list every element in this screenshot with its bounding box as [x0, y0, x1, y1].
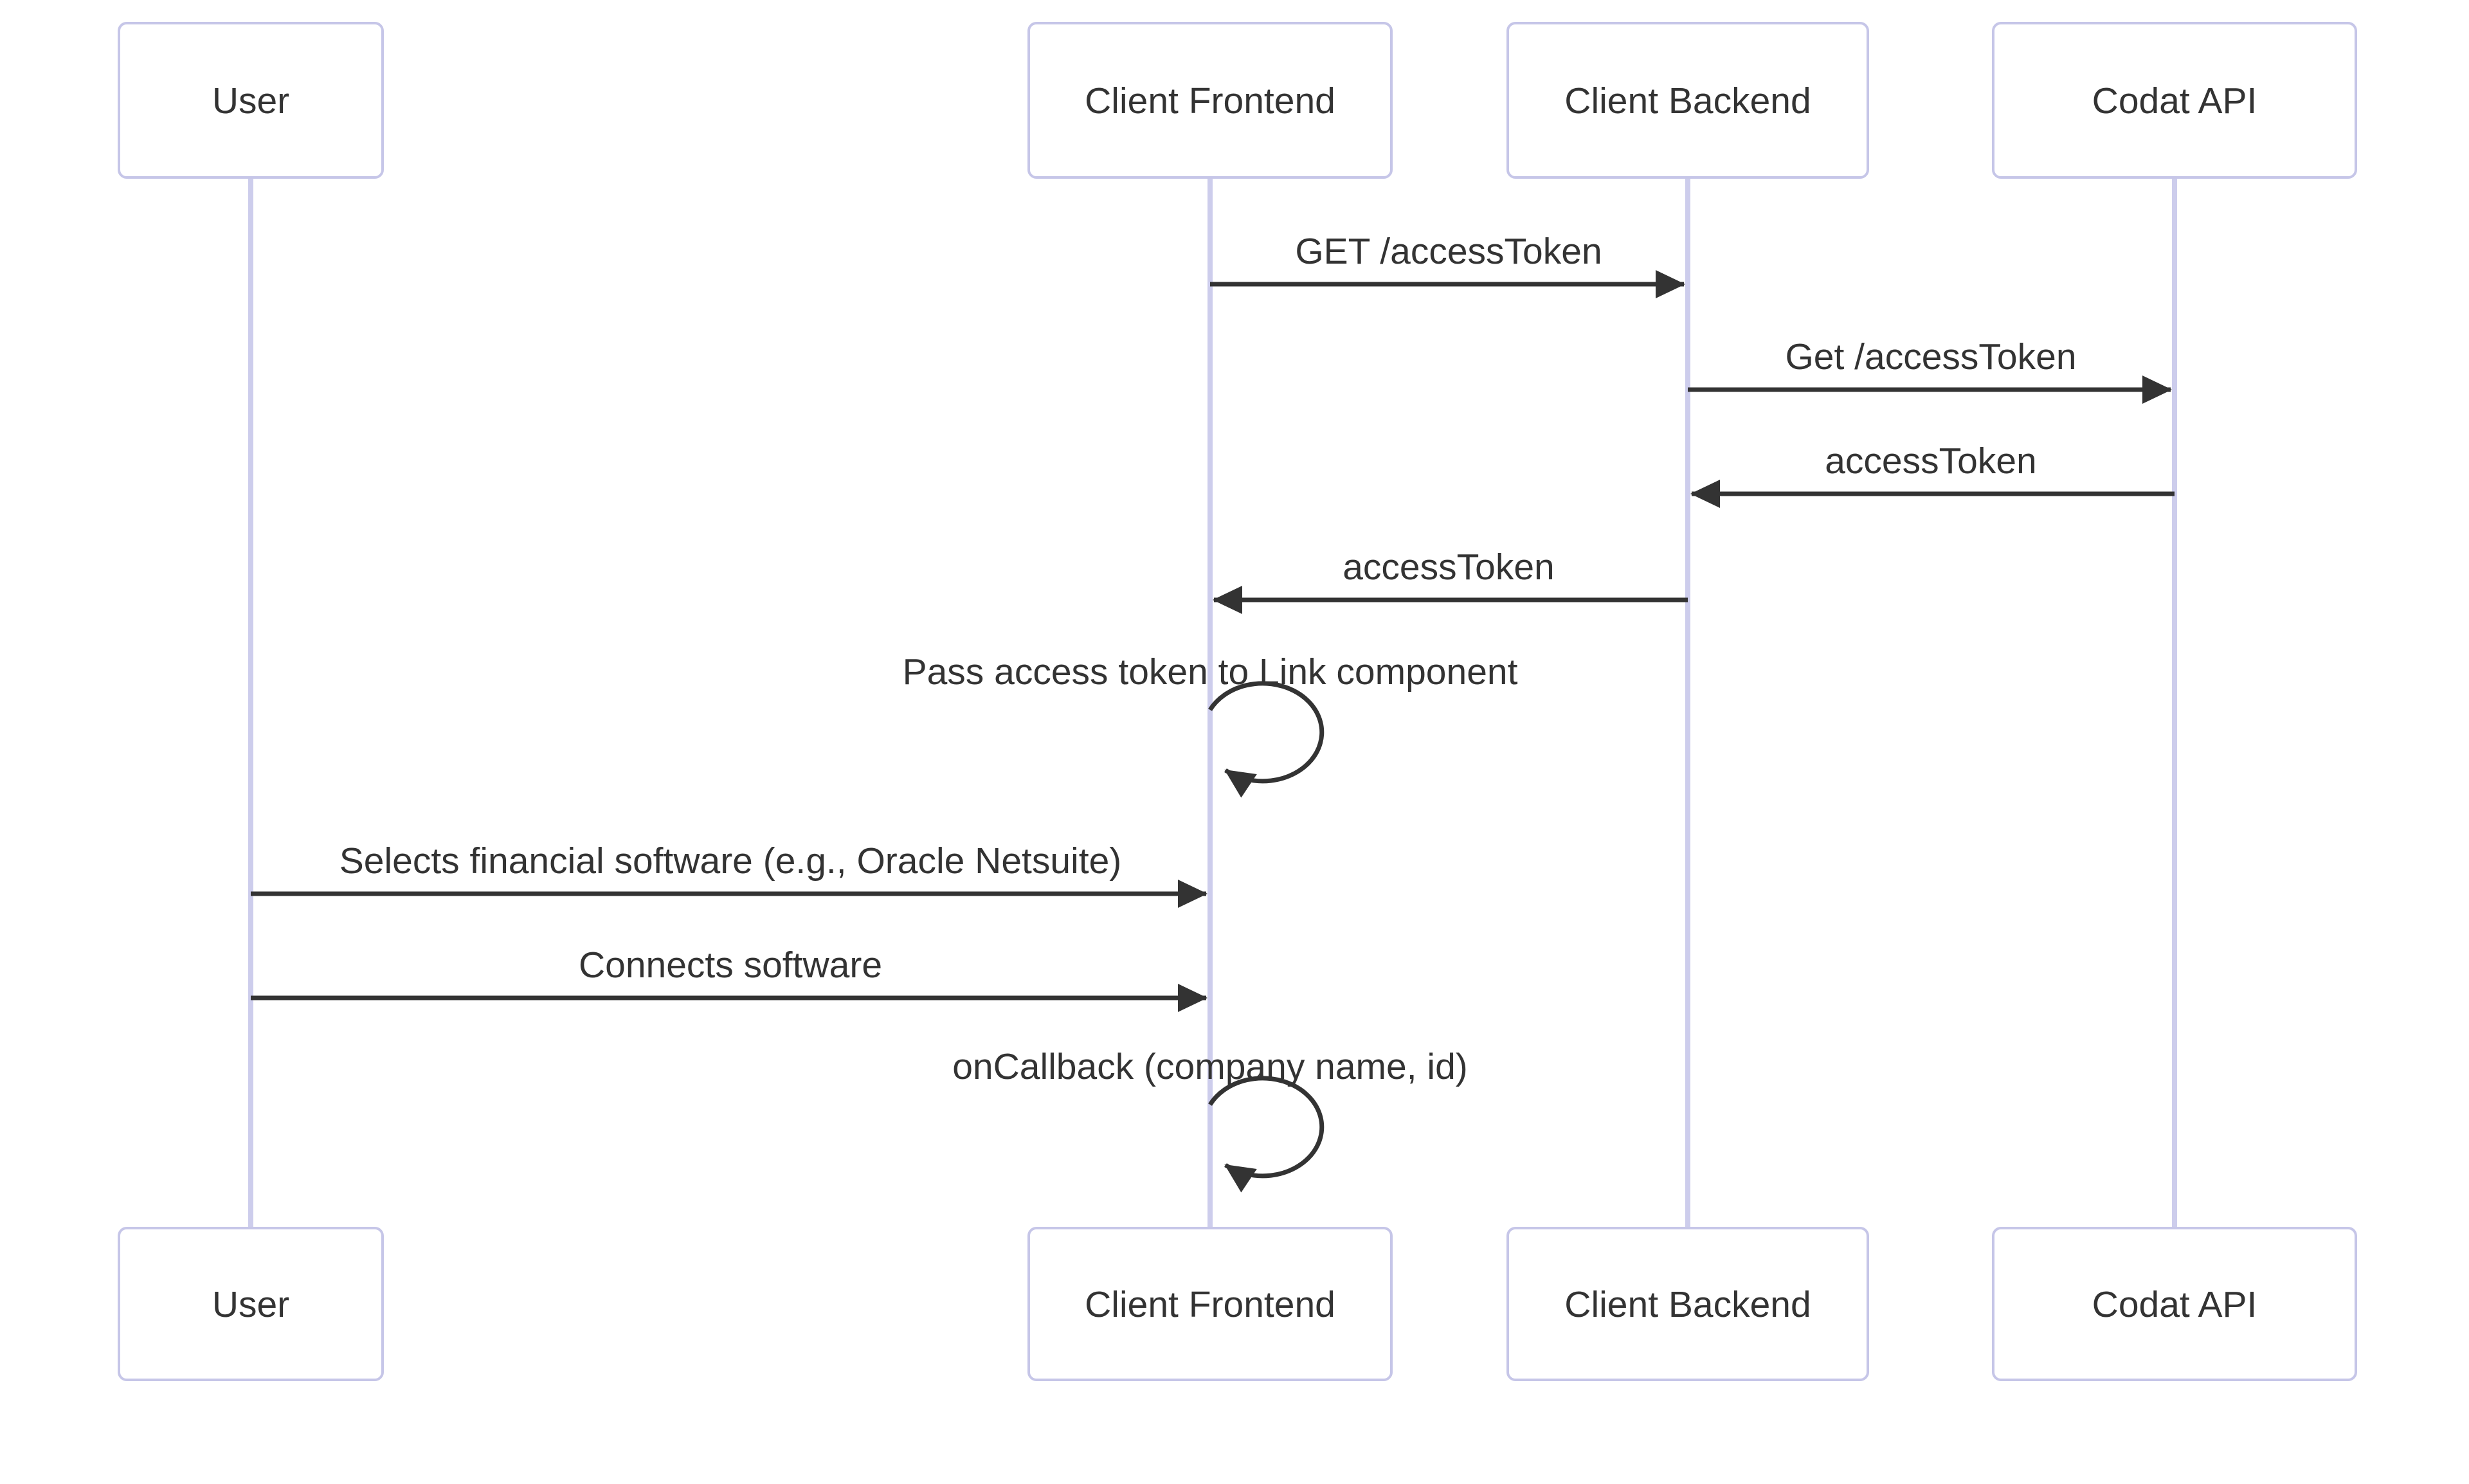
- actor-bottom-user-label: User: [212, 1284, 289, 1325]
- actor-top-codat-api: Codat API: [1992, 22, 2357, 179]
- actor-bottom-client-backend-box: [1506, 1227, 1869, 1381]
- actor-bottom-client-backend: Client Backend: [1506, 1227, 1869, 1381]
- actors-bottom: User Client Frontend Client Backend Coda…: [118, 1227, 2357, 1381]
- actor-bottom-client-frontend-label: Client Frontend: [1085, 1284, 1335, 1325]
- actor-top-user: User: [118, 22, 384, 179]
- actor-top-client-backend: Client Backend: [1506, 22, 1869, 179]
- actor-bottom-client-frontend: Client Frontend: [1027, 1227, 1393, 1381]
- actor-top-codat-api-box: [1992, 22, 2357, 179]
- message-get-accesstoken-codat-label: Get /accessToken: [1785, 336, 2076, 377]
- message-accesstoken-to-backend-label: accessToken: [1825, 440, 2037, 482]
- actor-top-client-backend-label: Client Backend: [1564, 80, 1811, 122]
- actor-top-codat-api-label: Codat API: [2092, 80, 2257, 122]
- message-accesstoken-to-backend: accessToken: [1690, 440, 2175, 508]
- actor-top-user-label: User: [212, 80, 289, 122]
- self-message-pass-access-token-label: Pass access token to Link component: [903, 651, 1518, 692]
- actor-top-client-frontend-box: [1027, 22, 1393, 179]
- self-message-pass-access-token-arrow: [1208, 681, 1325, 798]
- message-connects-software-label: Connects software: [579, 945, 882, 986]
- message-get-accesstoken-codat: Get /accessToken: [1688, 336, 2172, 404]
- message-accesstoken-to-frontend-label: accessToken: [1343, 547, 1555, 588]
- actor-top-client-frontend-label: Client Frontend: [1085, 80, 1335, 122]
- self-message-pass-access-token: Pass access token to Link component: [903, 651, 1518, 798]
- actor-bottom-user: User: [118, 1227, 384, 1381]
- actor-top-client-frontend: Client Frontend: [1027, 22, 1393, 179]
- actor-bottom-codat-api: Codat API: [1992, 1227, 2357, 1381]
- message-get-accesstoken: GET /accessToken: [1210, 231, 1685, 298]
- self-message-oncallback-label: onCallback (company name, id): [952, 1046, 1468, 1087]
- messages: GET /accessToken Get /accessToken access…: [251, 231, 2175, 1193]
- message-get-accesstoken-label: GET /accessToken: [1295, 231, 1602, 272]
- actor-bottom-codat-api-box: [1992, 1227, 2357, 1381]
- actor-bottom-client-backend-label: Client Backend: [1564, 1284, 1811, 1325]
- self-message-oncallback-arrow: [1208, 1076, 1325, 1193]
- actor-bottom-client-frontend-box: [1027, 1227, 1393, 1381]
- message-selects-financial-software-label: Selects financial software (e.g., Oracle…: [339, 840, 1122, 882]
- actor-top-user-box: [118, 22, 384, 179]
- self-message-oncallback: onCallback (company name, id): [952, 1046, 1468, 1193]
- actors-top: User Client Frontend Client Backend Coda…: [118, 22, 2357, 179]
- message-selects-financial-software: Selects financial software (e.g., Oracle…: [251, 840, 1207, 908]
- message-accesstoken-to-frontend: accessToken: [1213, 547, 1688, 614]
- actor-bottom-codat-api-label: Codat API: [2092, 1284, 2257, 1325]
- lifelines: [248, 179, 2177, 1228]
- actor-top-client-backend-box: [1506, 22, 1869, 179]
- actor-bottom-user-box: [118, 1227, 384, 1381]
- message-connects-software: Connects software: [251, 945, 1207, 1012]
